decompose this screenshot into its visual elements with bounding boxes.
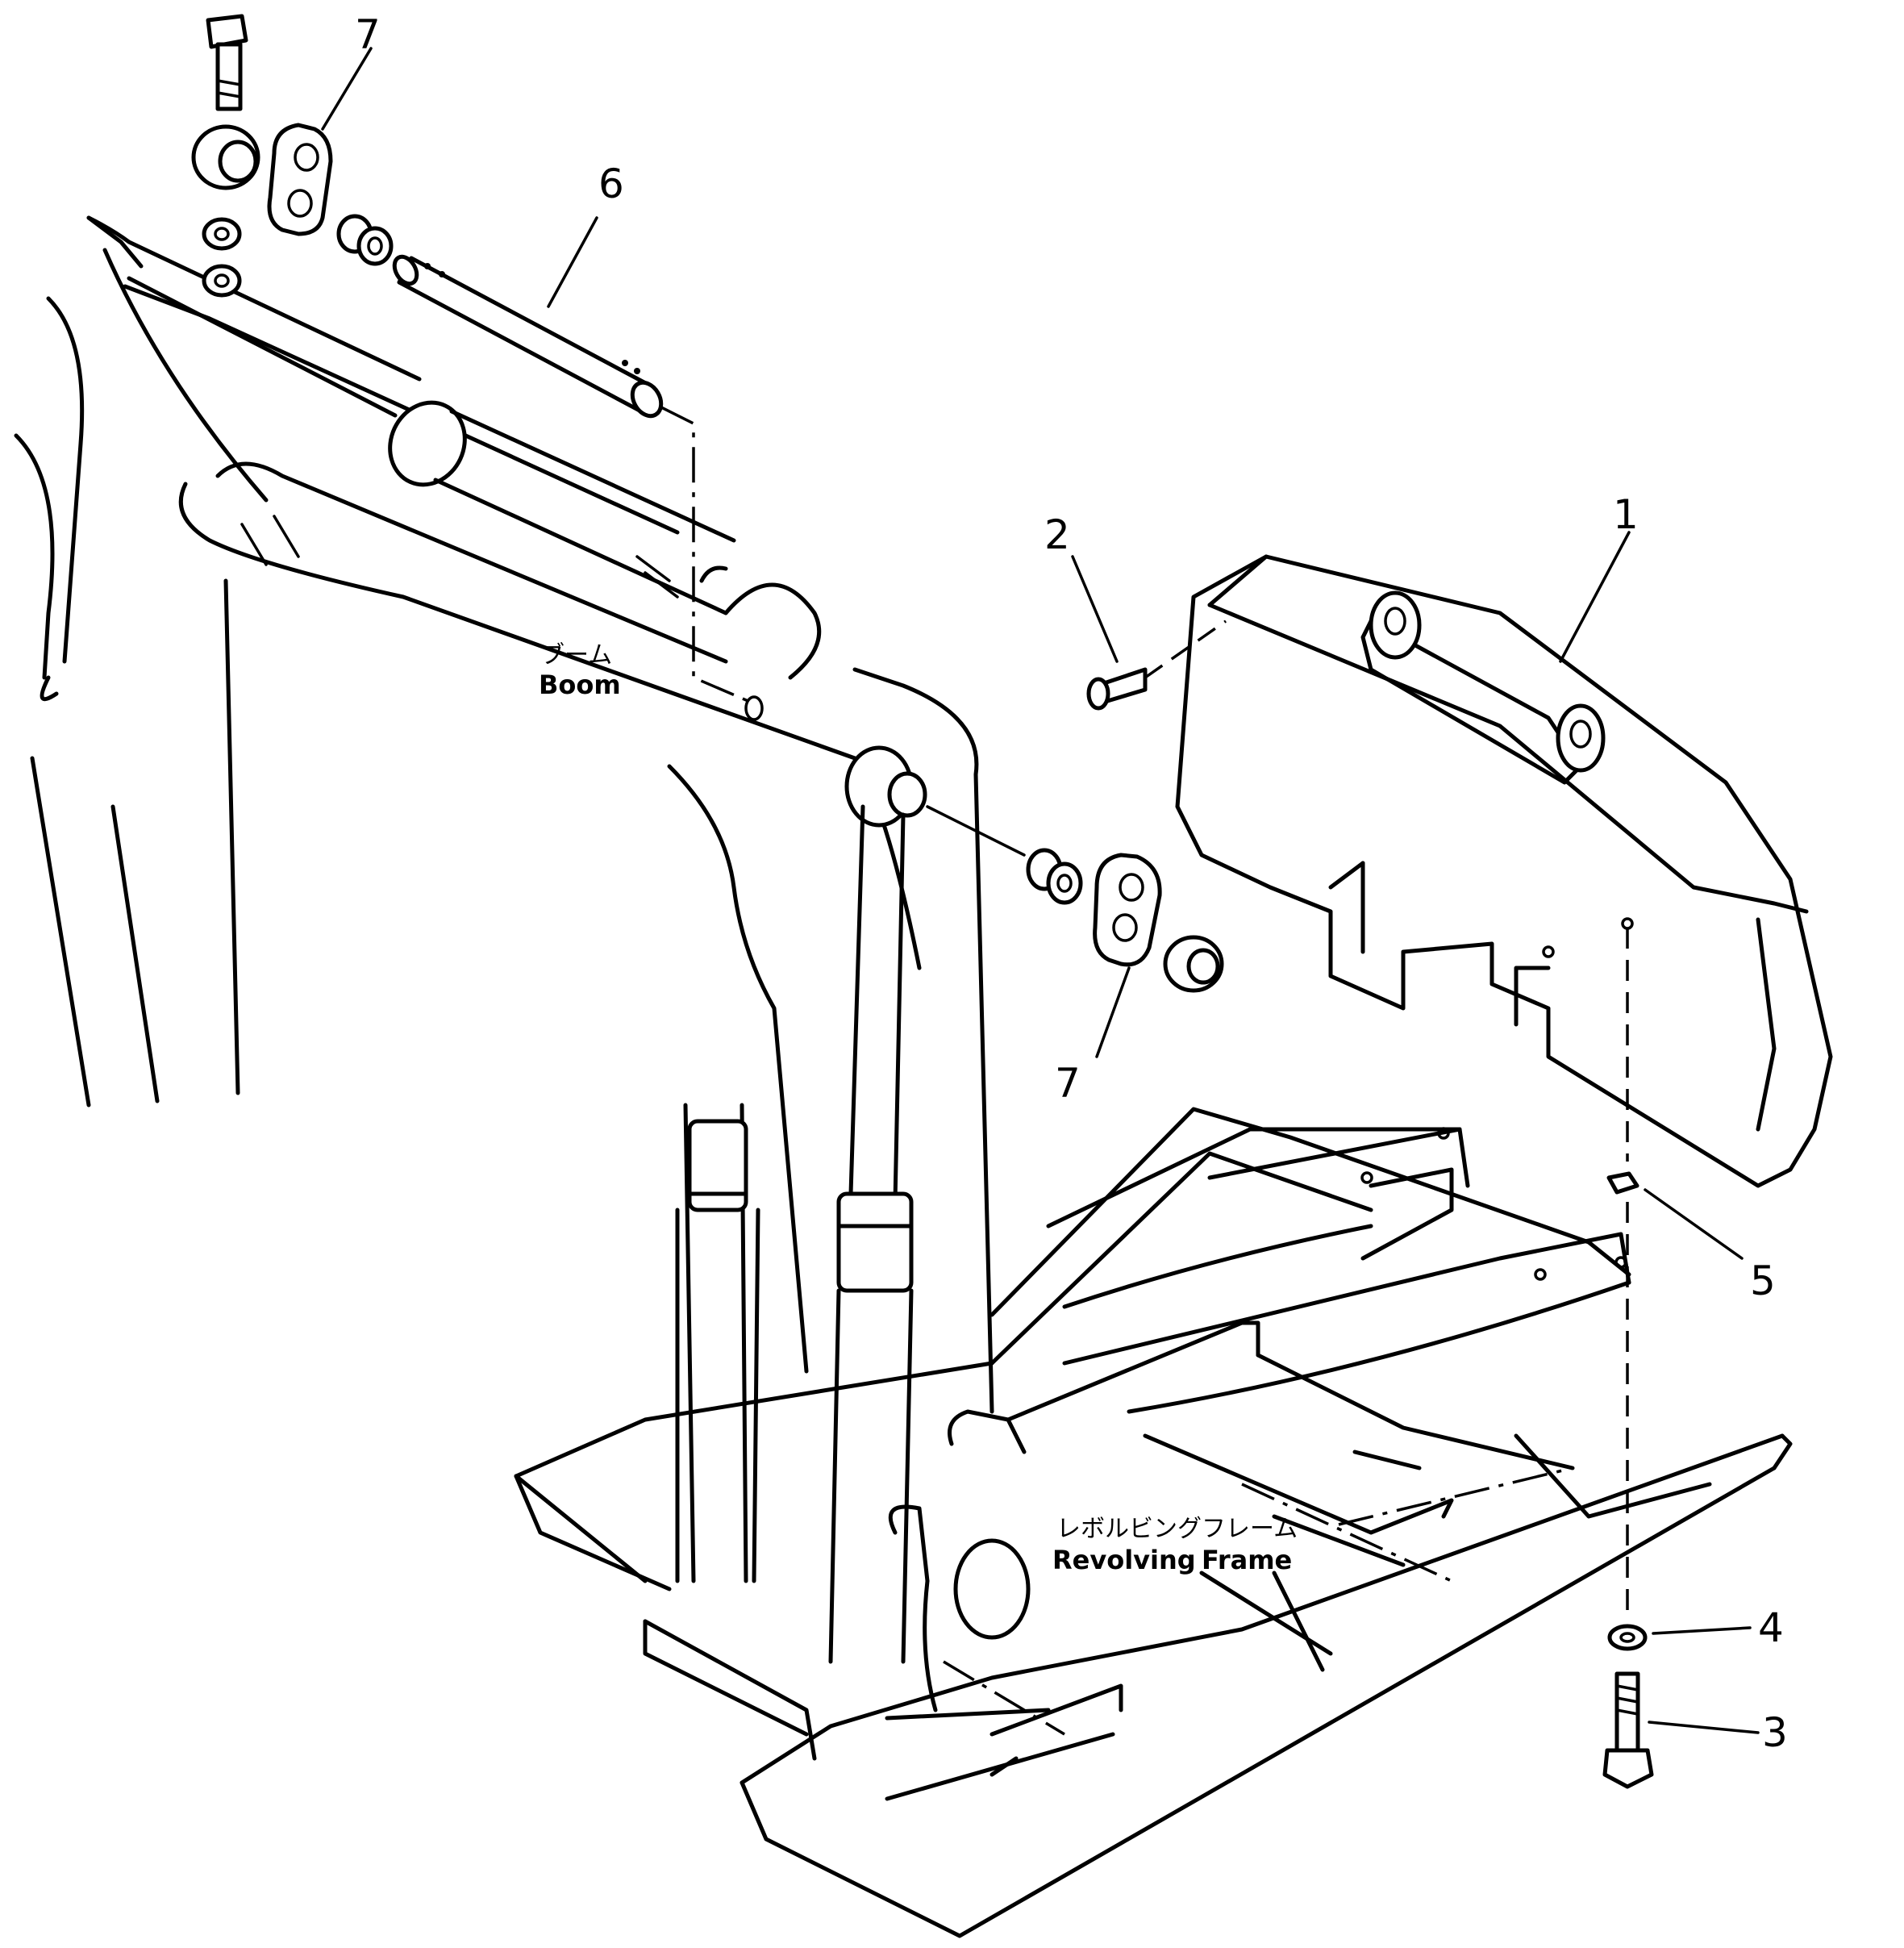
callout-1: 1 <box>1613 491 1639 538</box>
washer-part-4 <box>1607 1624 1648 1651</box>
frame-label-en-2: Frame <box>1202 1545 1292 1575</box>
callout-numbers: 7 6 2 1 7 5 4 3 <box>355 11 1788 1756</box>
top-hardware <box>191 14 394 298</box>
counterweight <box>1175 554 1833 1188</box>
screw-part-2 <box>1086 619 1227 711</box>
boom-label-jp: ブーム <box>540 641 612 669</box>
boom-cylinders <box>675 804 914 1664</box>
left-structure <box>14 215 240 1107</box>
component-labels: ブーム Boom レボルビングフレーム Revolving Frame <box>539 641 1298 1575</box>
boom-label-en: Boom <box>539 669 621 700</box>
revolving-frame <box>514 1107 1793 1938</box>
callout-7-mid: 7 <box>1055 1060 1081 1107</box>
callout-5: 5 <box>1750 1258 1776 1304</box>
boom <box>86 215 994 1414</box>
mid-hardware <box>926 805 1224 993</box>
counterweight-bolt-hole <box>1621 917 1634 930</box>
shim-part-5 <box>1606 1171 1639 1195</box>
bolt-part-3 <box>1602 1671 1654 1789</box>
callout-2: 2 <box>1044 511 1070 558</box>
callout-6: 6 <box>598 161 624 207</box>
frame-label-en-1: Revolving <box>1052 1545 1196 1575</box>
pin-part-6 <box>392 254 764 721</box>
callout-7-top: 7 <box>355 11 381 58</box>
leader-lines <box>321 47 1760 1734</box>
callout-4: 4 <box>1758 1604 1784 1651</box>
callout-3: 3 <box>1762 1709 1788 1756</box>
frame-label-jp: レボルビングフレーム <box>1056 1515 1298 1543</box>
